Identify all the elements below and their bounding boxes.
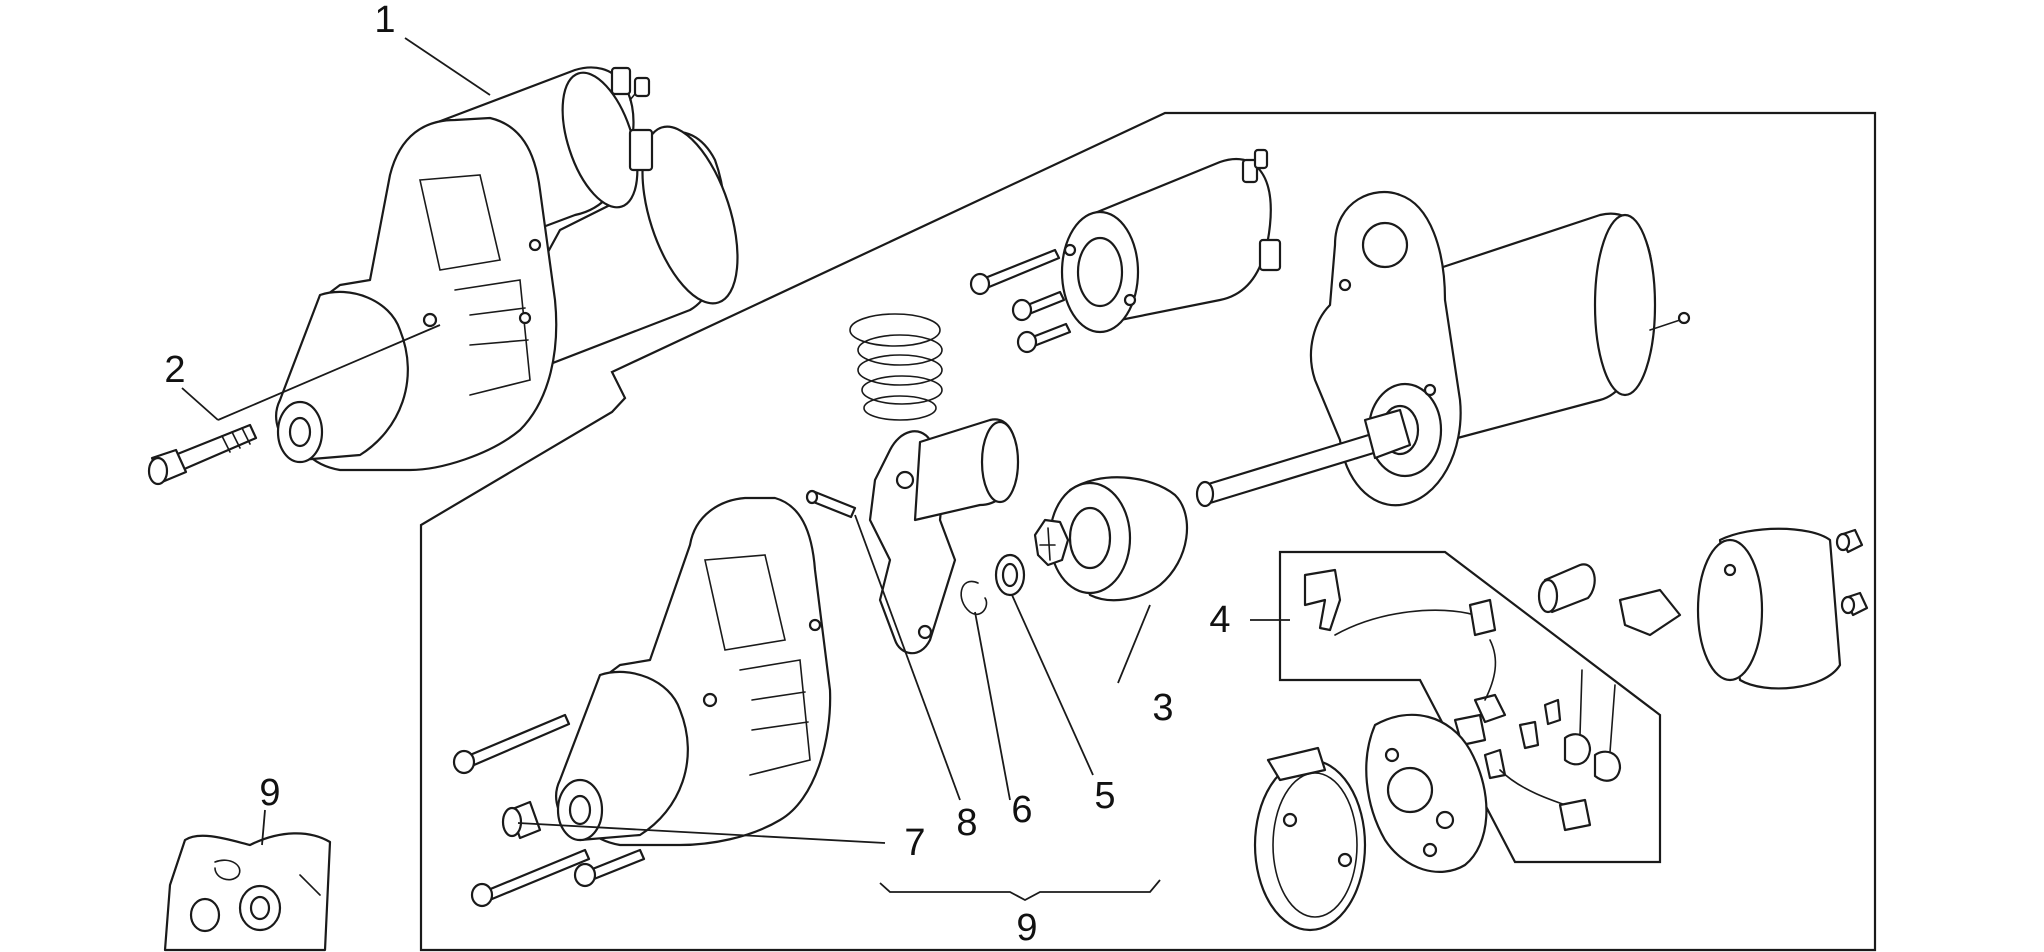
starter-motor-assembly	[275, 66, 739, 472]
pivot-pin	[805, 489, 857, 519]
cover-band	[1696, 527, 1842, 690]
solenoid-switch	[1060, 148, 1282, 334]
engagement-lever	[868, 418, 1020, 655]
drive-pinion	[1033, 476, 1189, 602]
brush-holder-kit	[1303, 568, 1622, 832]
solenoid-screws	[969, 248, 1072, 354]
drive-end-housing	[555, 496, 832, 847]
housing-screws	[452, 713, 646, 908]
callout-8: 8	[956, 802, 977, 844]
return-spring	[849, 313, 943, 421]
callout-6: 6	[1011, 789, 1032, 831]
leader-lines	[181, 37, 1290, 902]
callout-5: 5	[1094, 775, 1115, 817]
mounting-bolt	[147, 423, 258, 486]
callout-2: 2	[164, 349, 185, 391]
motor-yoke	[1309, 190, 1691, 507]
thrust-washer	[994, 553, 1026, 597]
end-cover	[1253, 746, 1367, 932]
circlip	[960, 580, 988, 615]
insulator-sleeve	[1537, 563, 1596, 614]
commutator-end-plate	[1365, 713, 1488, 873]
callout-9-kit: 9	[259, 772, 280, 814]
callout-4: 4	[1209, 599, 1230, 641]
callout-labels: 1 2 3 4 5 6 7 8 9 9	[164, 0, 1230, 949]
exploded-view-frame	[419, 111, 1877, 952]
brush-kit-frame	[1278, 550, 1662, 864]
bushing	[501, 800, 542, 840]
callout-1: 1	[374, 0, 395, 41]
callout-3: 3	[1152, 687, 1173, 729]
brush-block	[1618, 588, 1682, 637]
seal-kit-bag	[163, 832, 332, 952]
callout-7: 7	[904, 822, 925, 864]
armature-shaft	[1195, 408, 1412, 508]
nuts	[1835, 528, 1869, 617]
callout-9-bracket: 9	[1016, 907, 1037, 949]
